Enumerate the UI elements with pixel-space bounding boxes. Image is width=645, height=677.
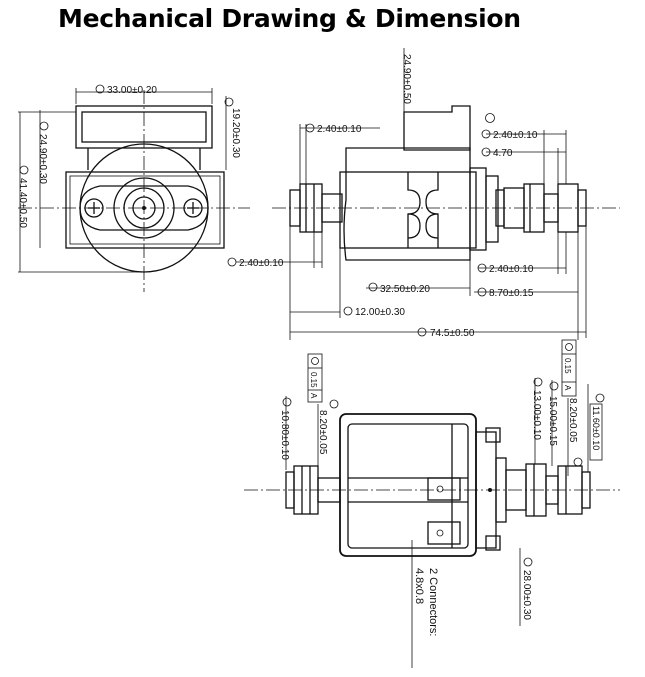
dim-b1: 10.80±0.10 <box>279 410 290 460</box>
dim-b3: 13.00±0.10 <box>531 390 542 440</box>
dim-d4: 2.40±0.10 <box>239 258 284 269</box>
dim-b4: 15.00±0.15 <box>547 396 558 446</box>
tol-left-datum: A <box>309 393 318 399</box>
dim-b6: 11.60±0.10 <box>591 406 601 450</box>
dim-d1: 2.40±0.10 <box>317 124 362 135</box>
connectors-label: 2 Connectors: <box>427 568 439 636</box>
dim-front-h2: 24.90±0.30 <box>37 134 48 184</box>
side-view: 24.90±0.50 2.40±0.10 2.40±0.10 4.70 2.40… <box>227 48 620 340</box>
dim-b2: 8.20±0.05 <box>317 410 328 455</box>
dim-b7: 28.00±0.30 <box>521 570 532 620</box>
dim-d2: 2.40±0.10 <box>493 130 538 141</box>
dim-front-h1: 19.20±0.30 <box>230 108 241 158</box>
dim-front-h3: 41.40±0.50 <box>17 178 28 228</box>
dim-d5: 2.40±0.10 <box>489 264 534 275</box>
dim-total-len: 74.5±0.50 <box>430 328 475 339</box>
tol-right-datum: A <box>563 385 572 391</box>
dim-body-len: 32.50±0.20 <box>380 284 430 295</box>
dim-top-height: 24.90±0.50 <box>401 54 412 104</box>
tol-left-value: 0.15 <box>309 372 318 388</box>
front-view: 33.00±0.20 19.20±0.30 24.90±0.30 41.40±0… <box>17 84 250 292</box>
page-title: Mechanical Drawing & Dimension <box>58 4 521 33</box>
dim-d7: 12.00±0.30 <box>355 307 405 318</box>
dim-front-width: 33.00±0.20 <box>107 85 157 96</box>
dim-d6: 8.70±0.15 <box>489 288 534 299</box>
dim-b5: 8.20±0.05 <box>567 398 578 443</box>
bottom-view: 10.80±0.10 0.15 A 8.20±0.05 13.00±0.10 1… <box>244 339 620 668</box>
connectors-size: 4.8x0.8 <box>413 568 425 604</box>
dim-d3: 4.70 <box>493 148 513 159</box>
tol-right-value: 0.15 <box>563 358 572 374</box>
